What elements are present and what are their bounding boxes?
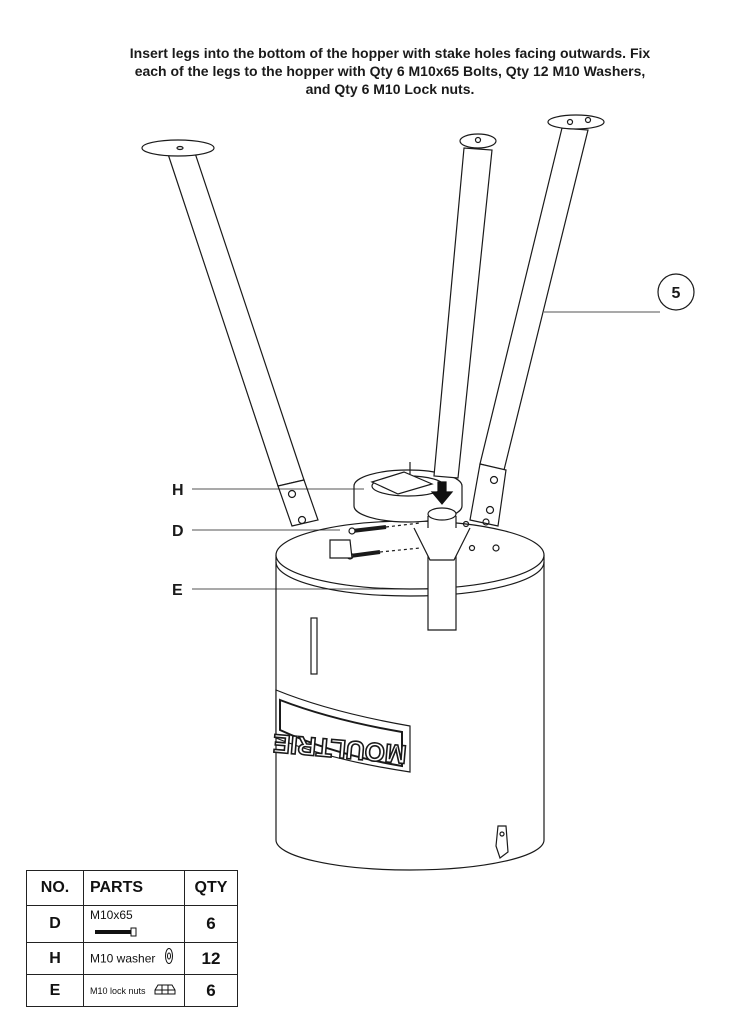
part-name: M10 lock nuts	[90, 985, 146, 996]
table-row: H M10 washer 12	[26, 942, 238, 976]
row-part: M10 washer	[83, 942, 185, 976]
leg-middle	[433, 133, 497, 479]
insert-arrow	[430, 481, 454, 505]
header-no: NO.	[26, 870, 84, 906]
instruction-line-3: and Qty 6 M10 Lock nuts.	[305, 81, 475, 97]
hopper-body: MOULTRIE	[271, 520, 545, 871]
nuts-e	[329, 518, 500, 559]
header-parts: PARTS	[83, 870, 185, 906]
instruction-line-1: Insert legs into the bottom of the hoppe…	[129, 45, 651, 61]
callout-d: D	[172, 523, 184, 540]
row-part: M10x65	[83, 904, 185, 944]
header-qty: QTY	[184, 870, 238, 906]
front-leg-socket	[413, 507, 471, 631]
instruction-text: Insert legs into the bottom of the hoppe…	[110, 44, 670, 98]
row-part: M10 lock nuts	[83, 974, 185, 1008]
table-row: E M10 lock nuts 6	[26, 974, 238, 1008]
leg-left	[141, 139, 319, 527]
step-number: 5	[672, 285, 681, 302]
callout-h: H	[172, 482, 184, 499]
row-qty: 6	[184, 904, 238, 944]
row-no: D	[26, 904, 84, 944]
row-qty: 12	[184, 942, 238, 976]
leg-right	[469, 114, 605, 527]
washer-icon	[164, 947, 174, 970]
row-no: E	[26, 974, 84, 1008]
instruction-line-2: each of the legs to the hopper with Qty …	[134, 63, 646, 79]
part-name: M10 washer	[90, 951, 156, 966]
table-row: D M10x65 6	[26, 904, 238, 944]
callout-e: E	[172, 582, 183, 599]
table-header-row: NO. PARTS QTY	[26, 870, 238, 906]
row-qty: 6	[184, 974, 238, 1008]
part-name: M10x65	[90, 907, 133, 922]
row-no: H	[26, 942, 84, 976]
bolt-icon	[94, 924, 138, 942]
parts-table: NO. PARTS QTY D M10x65 6 H M10 washer 12…	[26, 870, 238, 1008]
step-number-circle	[657, 273, 695, 311]
lock-nut-icon	[154, 982, 176, 1000]
